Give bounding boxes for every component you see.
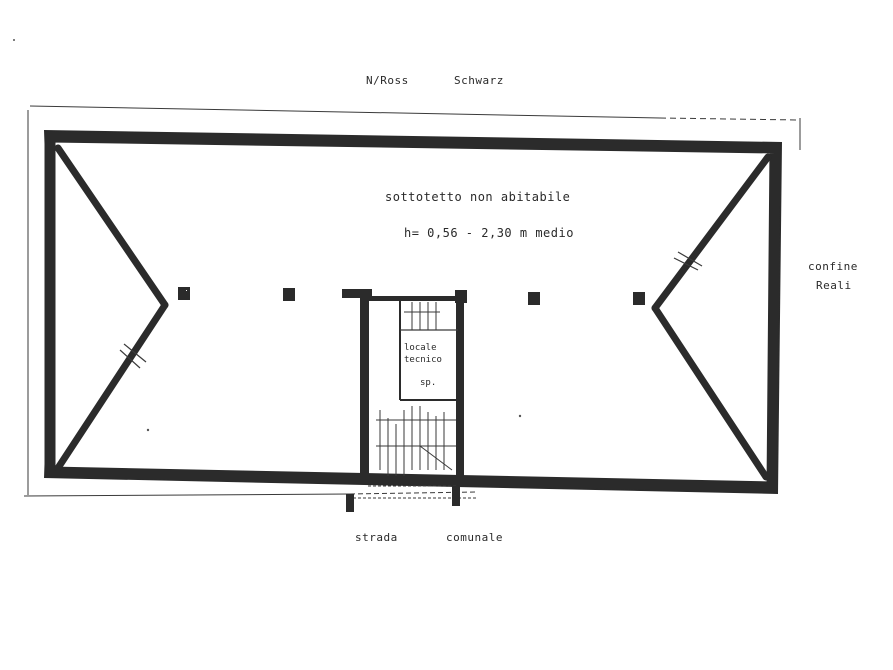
dimension-line-top-right: [659, 117, 801, 121]
core-beam: [342, 289, 372, 298]
column: [633, 292, 645, 305]
label-right-2: Reali: [816, 279, 852, 292]
label-room-name: sottotetto non abitabile: [385, 190, 570, 204]
dimension-line-bottom-left: [23, 493, 351, 497]
dimension-line-top: [29, 105, 661, 119]
core-wall-top: [360, 296, 464, 301]
label-bottom-right: comunale: [446, 531, 503, 544]
label-stair-2: tecnico: [404, 355, 442, 365]
roof-hip-right: [651, 153, 772, 481]
label-right-1: confine: [808, 260, 858, 273]
stair-treads: [376, 302, 456, 476]
core-threshold: [348, 485, 478, 499]
core-door-posts: [346, 486, 460, 512]
column: [178, 287, 190, 300]
small-marks: [13, 39, 522, 432]
stair-core: [342, 289, 478, 512]
label-top-right: Schwarz: [454, 74, 504, 87]
hip-break-marks: [119, 251, 703, 369]
dimension-lines: [23, 105, 801, 497]
label-room-height: h= 0,56 - 2,30 m medio: [404, 226, 574, 240]
roof-hip-left: [54, 144, 169, 472]
label-bottom-left: strada: [355, 531, 398, 544]
columns: [178, 287, 645, 305]
label-stair-1: locale: [404, 343, 437, 353]
label-stair-3: sp.: [420, 378, 436, 388]
core-wall-right: [456, 300, 464, 484]
column: [528, 292, 540, 305]
core-wall-left: [360, 296, 369, 482]
labels: N/Ross Schwarz sottotetto non abitabile …: [355, 74, 858, 544]
column: [283, 288, 295, 301]
label-top-left: N/Ross: [366, 74, 409, 87]
